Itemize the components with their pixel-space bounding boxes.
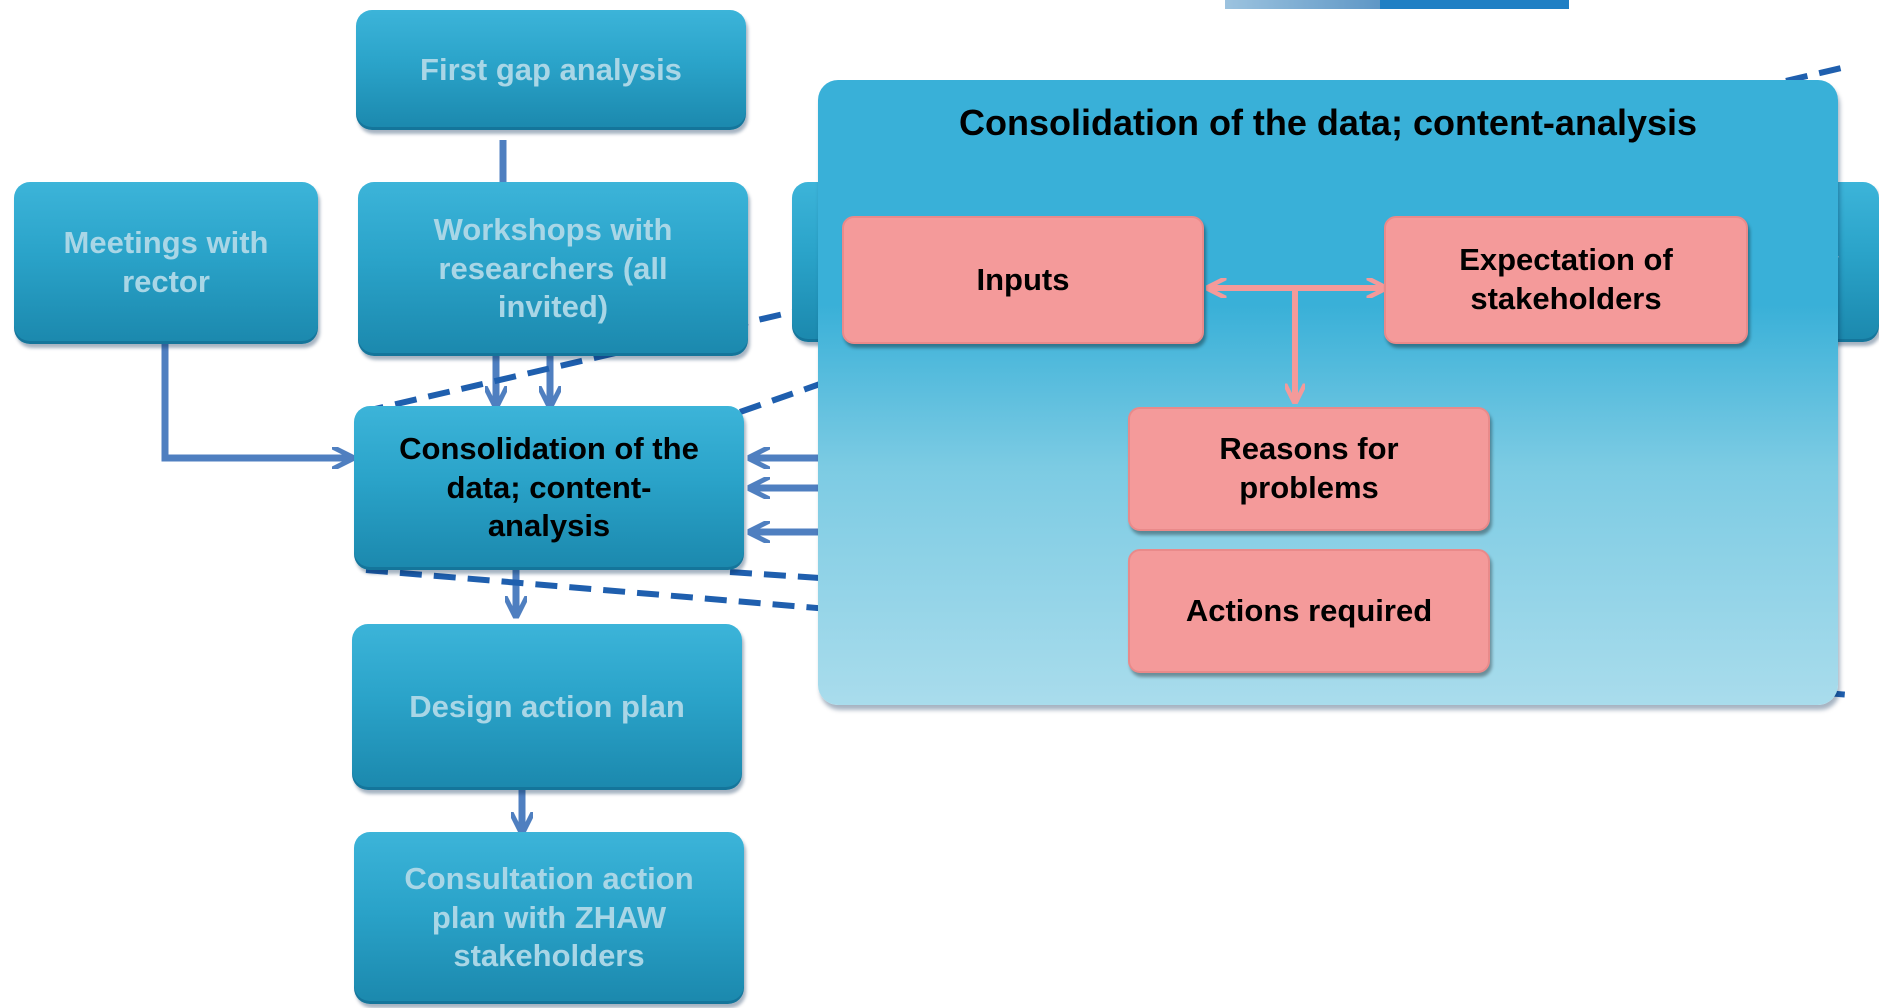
step-consolidation-label: Consolidation of the data; content-analy… <box>399 430 699 544</box>
detail-arrows <box>818 80 1838 705</box>
step-consolidation: Consolidation of the data; content-analy… <box>354 406 744 570</box>
detail-reasons: Reasons for problems <box>1128 407 1490 531</box>
zoom-line-bottom-2 <box>729 569 821 581</box>
detail-actions-label: Actions required <box>1185 592 1433 628</box>
step-design-action-plan: Design action plan <box>352 624 742 790</box>
zoom-line-mid <box>739 381 821 415</box>
detail-title: Consolidation of the data; content-analy… <box>958 102 1698 143</box>
step-consultation: Consultation action plan with ZHAW stake… <box>354 832 744 1004</box>
step-workshops-label: Workshops with researchers (all invited) <box>433 211 673 325</box>
detail-panel: Consolidation of the data; content-analy… <box>818 80 1838 705</box>
detail-inputs: Inputs <box>842 216 1204 344</box>
detail-reasons-label: Reasons for problems <box>1219 431 1399 505</box>
detail-actions: Actions required <box>1128 549 1490 673</box>
logo <box>1225 0 1569 9</box>
step-meetings-label: Meetings with rector <box>63 225 269 299</box>
step-design-label: Design action plan <box>409 688 685 724</box>
detail-inputs-label: Inputs <box>976 261 1070 297</box>
step-workshops: Workshops with researchers (all invited) <box>358 182 748 356</box>
detail-expectation-label: Expectation of stakeholders <box>1459 242 1673 316</box>
detail-expectation: Expectation of stakeholders <box>1384 216 1748 344</box>
step-consultation-label: Consultation action plan with ZHAW stake… <box>404 860 694 974</box>
step-first-gap-analysis-label: First gap analysis <box>420 51 682 87</box>
arrow-meetings-consolidation <box>161 343 350 458</box>
step-meetings-with-rector: Meetings with rector <box>14 182 318 344</box>
step-first-gap-analysis: First gap analysis <box>356 10 746 130</box>
